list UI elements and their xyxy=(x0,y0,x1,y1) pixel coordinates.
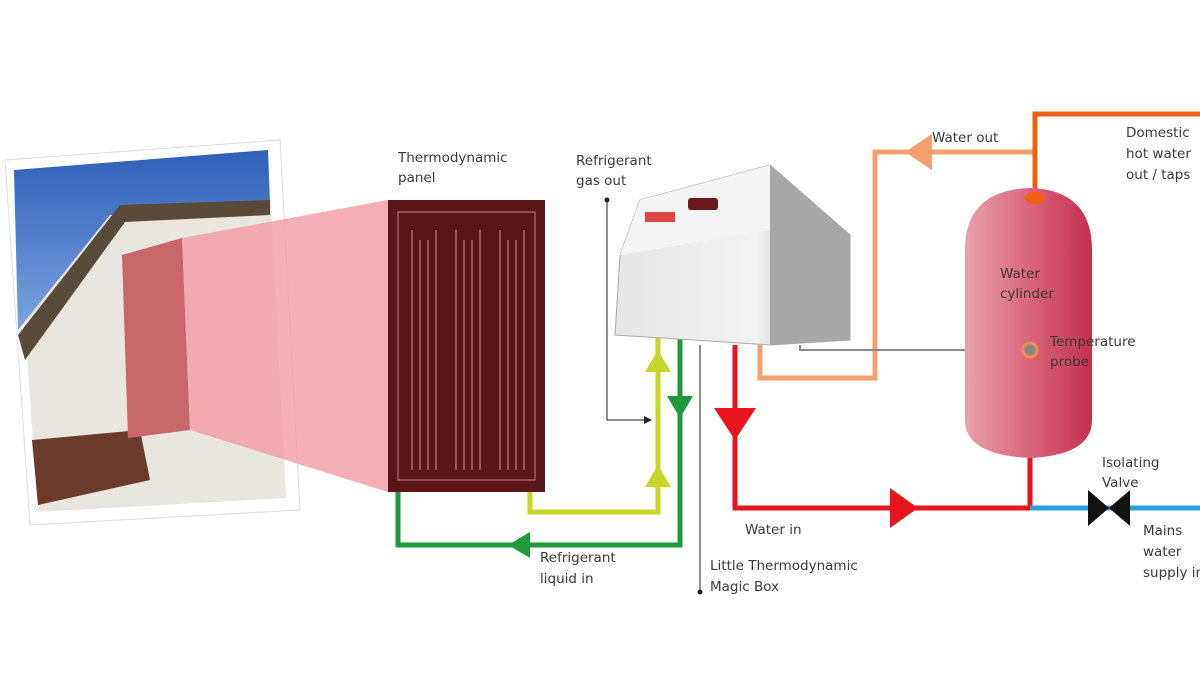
gas-out-leader xyxy=(606,200,648,421)
arrow-right-icon xyxy=(890,488,918,528)
refrigerant-gas-pipe xyxy=(527,338,661,515)
magic-box xyxy=(614,164,851,346)
thermodynamic-panel xyxy=(388,200,545,492)
water-cylinder xyxy=(965,188,1092,458)
arrow-left-icon xyxy=(508,532,530,558)
panel-zoom-projection xyxy=(182,200,388,492)
arrow-down-icon xyxy=(667,396,693,418)
isolating-valve-icon[interactable] xyxy=(1088,490,1130,526)
arrow-up-icon xyxy=(645,465,671,487)
label-water-out: Water out xyxy=(932,130,998,146)
refrigerant-liquid-pipe xyxy=(395,338,683,548)
arrow-up-icon xyxy=(645,350,671,372)
label-water-in: Water in xyxy=(745,522,802,538)
probe-line xyxy=(799,345,1030,351)
hot-water-taps-pipe xyxy=(1032,111,1200,195)
temperature-probe xyxy=(1021,341,1039,359)
arrow-down-icon xyxy=(714,408,756,440)
arrow-left-icon xyxy=(905,134,932,170)
